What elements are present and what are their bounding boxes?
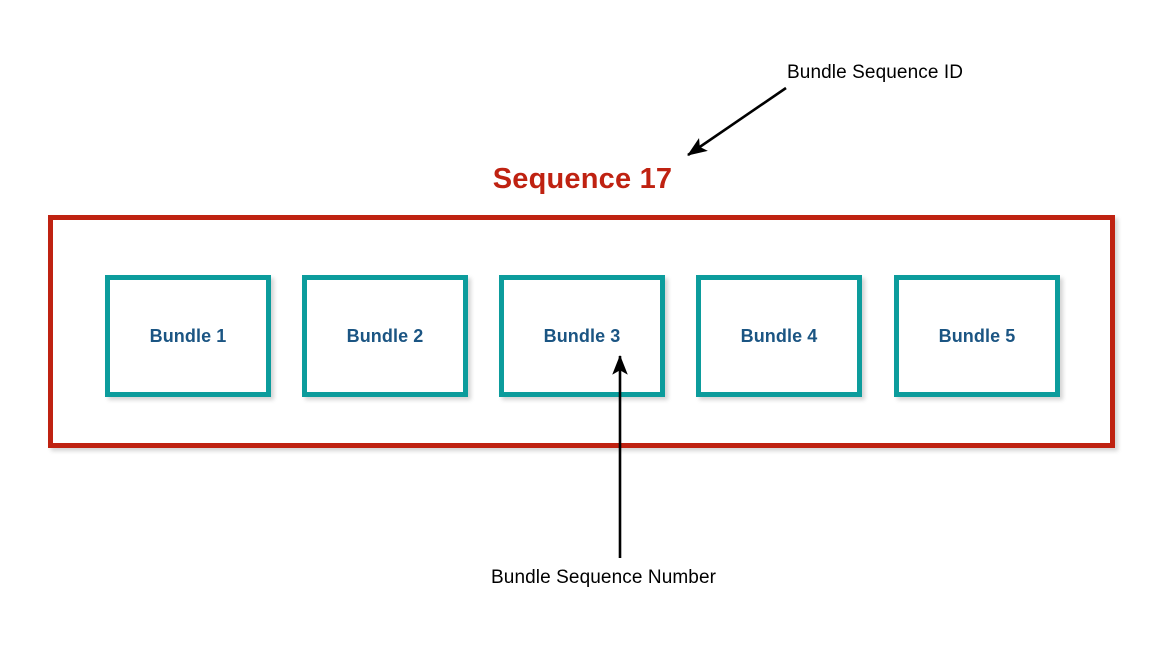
- bundle-label-1: Bundle 1: [149, 325, 227, 346]
- bundle-box-4: Bundle 4: [696, 275, 862, 397]
- bundle-label-3: Bundle 3: [543, 325, 621, 346]
- sequence-title: Sequence 17: [0, 163, 1163, 196]
- arrow-sequence-id: [687, 86, 787, 157]
- bundle-box-2: Bundle 2: [302, 275, 468, 397]
- sequence-title-text: Sequence 17: [492, 163, 673, 195]
- annotation-bundle-sequence-number: Bundle Sequence Number: [491, 567, 717, 588]
- bundle-box-3: Bundle 3: [499, 275, 665, 397]
- sequence-container: Bundle 1 Bundle 2 Bundle 3 Bundle 4 Bund…: [48, 215, 1115, 448]
- bundle-label-4: Bundle 4: [740, 325, 818, 346]
- annotation-bundle-sequence-id: Bundle Sequence ID: [787, 62, 964, 83]
- bundle-box-5: Bundle 5: [894, 275, 1060, 397]
- bundle-label-5: Bundle 5: [938, 325, 1016, 346]
- bundle-box-1: Bundle 1: [105, 275, 271, 397]
- bundle-label-2: Bundle 2: [346, 325, 424, 346]
